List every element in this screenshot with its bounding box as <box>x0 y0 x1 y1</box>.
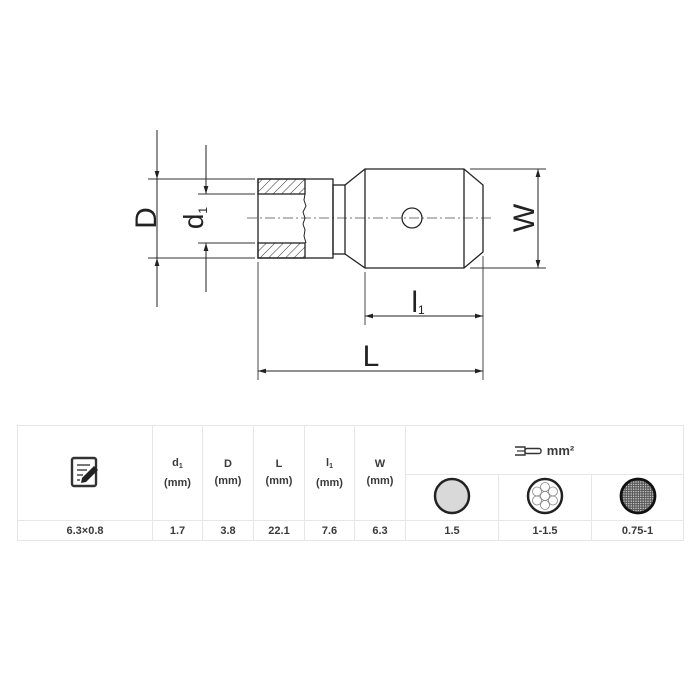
barrel <box>344 168 484 269</box>
solid-conductor-cell <box>405 474 499 521</box>
cell-W: 6.3 <box>354 520 406 541</box>
cell-fine-stranded-range: 0.75-1 <box>590 520 685 541</box>
label-l1: l1 <box>411 286 425 319</box>
col-header-D: D(mm) <box>202 425 254 521</box>
fine-stranded-conductor-icon <box>619 477 656 515</box>
cell-D: 3.8 <box>202 520 254 541</box>
label-D: D <box>130 207 163 229</box>
wire-cross-section-header: mm² <box>404 425 685 475</box>
label-W: W <box>508 203 541 232</box>
cell-l1: 7.6 <box>304 520 355 541</box>
cell-L: 22.1 <box>253 520 305 541</box>
cell-size: 6.3×0.8 <box>17 520 153 541</box>
label-d1: d1 <box>178 207 210 230</box>
cell-stranded-range: 1-1.5 <box>498 520 592 541</box>
neck <box>332 184 346 255</box>
fine-stranded-conductor-cell <box>590 474 685 521</box>
sleeve-section <box>257 178 334 259</box>
col-header-l1: l1(mm) <box>304 425 355 521</box>
label-L: L <box>363 340 380 373</box>
extension-lines <box>148 168 546 380</box>
edit-document-icon <box>70 456 98 487</box>
col-header-L: L(mm) <box>253 425 305 521</box>
col-header-d1: d1(mm) <box>152 425 203 521</box>
col-header-W: W(mm) <box>354 425 406 521</box>
stranded-conductor-cell <box>498 474 592 521</box>
cell-d1: 1.7 <box>152 520 203 541</box>
edit-document-cell <box>17 425 153 521</box>
cell-solid-range: 1.5 <box>405 520 499 541</box>
solid-conductor-icon <box>433 477 471 515</box>
spec-table: d1(mm) D(mm) L(mm) l1(mm) W(mm) mm² <box>17 425 685 541</box>
wire-terminal-icon <box>514 446 542 456</box>
technical-drawing: D d1 W l1 L <box>130 130 546 380</box>
inspection-hole <box>401 207 423 229</box>
stranded-conductor-icon <box>526 477 564 515</box>
